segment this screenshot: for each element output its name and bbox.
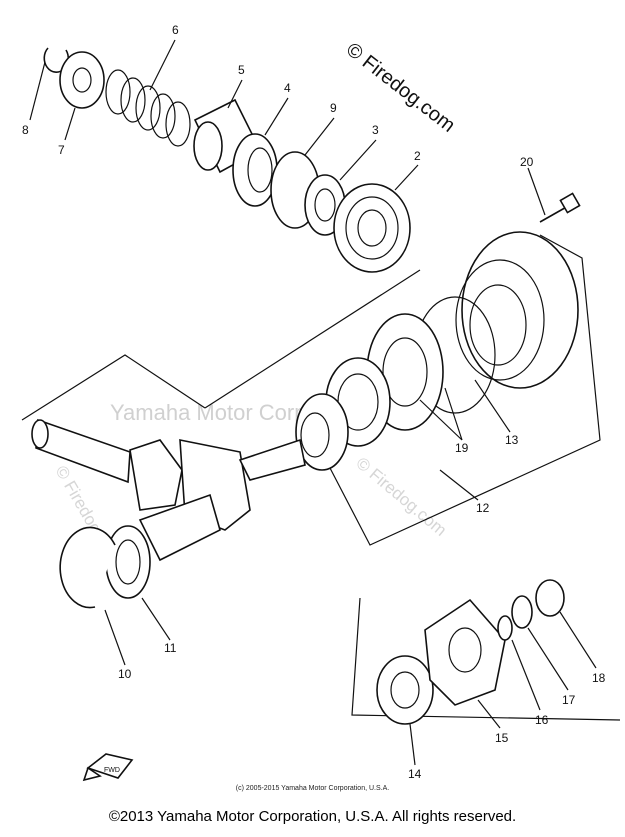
watermark-firedog-right: © Firedog.com <box>352 454 450 540</box>
small-copyright: (c) 2005-2015 Yamaha Motor Corporation, … <box>235 785 390 792</box>
callout-8: 8 <box>22 123 29 137</box>
callout-20: 20 <box>520 155 534 169</box>
callout-18: 18 <box>592 671 606 685</box>
part-14-seal <box>376 655 434 725</box>
callout-9: 9 <box>330 101 337 115</box>
bracket-1-right <box>204 269 421 409</box>
watermark-firedog-top: © Firedog.com <box>342 39 459 137</box>
footer-copyright: ©2013 Yamaha Motor Corporation, U.S.A. A… <box>108 808 517 825</box>
callout-2: 2 <box>414 149 421 163</box>
fwd-label: FWD <box>104 767 120 774</box>
part-18-nut <box>535 579 565 617</box>
part-15-flange <box>424 598 506 706</box>
part-6-spring <box>105 69 191 147</box>
part-2-bearing <box>333 183 411 273</box>
callout-19: 19 <box>455 441 469 455</box>
part-16-washer <box>497 615 513 641</box>
callout-7: 7 <box>58 143 65 157</box>
callout-11: 11 <box>164 641 177 655</box>
part-11-bearing <box>105 525 151 599</box>
part-10-clip <box>59 526 116 609</box>
part-1-shaft <box>31 418 306 562</box>
callout-4: 4 <box>284 81 291 95</box>
part-7-collar <box>59 51 105 109</box>
part-12-gear <box>295 393 349 471</box>
fwd-arrow-icon: FWD <box>82 753 134 782</box>
callout-3: 3 <box>372 123 379 137</box>
bracket-12 <box>329 234 601 546</box>
callout-10: 10 <box>118 667 132 681</box>
callout-17: 17 <box>562 693 576 707</box>
callout-6: 6 <box>172 23 179 37</box>
callout-15: 15 <box>495 731 509 745</box>
callout-12: 12 <box>476 501 490 515</box>
part-13-housing <box>455 231 579 389</box>
callout-14: 14 <box>408 767 422 781</box>
part-20-bolt <box>539 192 581 223</box>
leader-lines <box>29 39 597 766</box>
bracket-1-left <box>21 354 206 421</box>
callout-5: 5 <box>238 63 245 77</box>
bracket-14-18 <box>351 597 621 721</box>
callout-16: 16 <box>535 713 549 727</box>
part-17-washer <box>511 595 533 629</box>
callout-13: 13 <box>505 433 519 447</box>
